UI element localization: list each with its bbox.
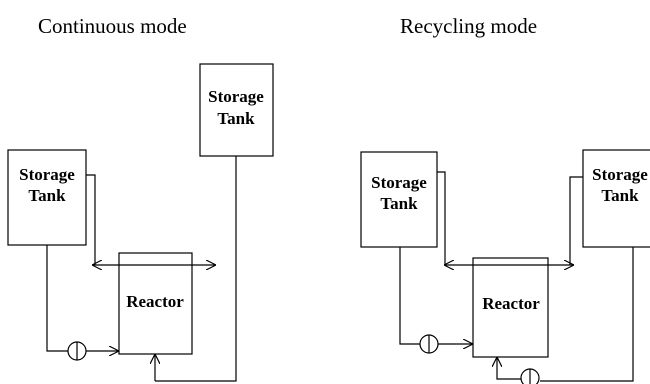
recycling-source-tank-label-line2: Tank [380, 194, 418, 213]
recycling-mode-diagram: Recycling mode Storage Tank Storage Tank… [360, 14, 650, 384]
recycling-source-tank-label-line1: Storage [371, 173, 427, 192]
recycling-reactor: Reactor [472, 257, 549, 358]
continuous-outlet-line [155, 156, 237, 382]
continuous-reactor-label: Reactor [126, 292, 184, 311]
recycling-pump-icon [419, 334, 439, 354]
recycling-left-line [437, 171, 446, 265]
continuous-source-tank-label-line2: Tank [28, 186, 66, 205]
recycling-product-tank-label-line1: Storage [592, 165, 648, 184]
continuous-source-tank-label-line1: Storage [19, 165, 75, 184]
recycling-product-tank: Storage Tank [582, 149, 650, 248]
continuous-product-tank-label-line2: Tank [217, 109, 255, 128]
continuous-product-tank-label-line1: Storage [208, 87, 264, 106]
continuous-product-tank: Storage Tank [199, 63, 274, 157]
recycling-right-line [569, 176, 583, 265]
recycling-mode-title: Recycling mode [400, 14, 537, 38]
continuous-return-line [86, 174, 96, 265]
recycling-feed-line [399, 247, 420, 345]
recycling-product-tank-label-line2: Tank [601, 186, 639, 205]
continuous-feed-line [46, 245, 68, 352]
continuous-pump-icon [67, 341, 87, 361]
continuous-source-tank: Storage Tank [7, 149, 87, 246]
recycling-recycle-pump-icon [520, 368, 540, 384]
continuous-reactor: Reactor [118, 252, 193, 355]
recycling-reactor-label: Reactor [482, 294, 540, 313]
recycling-recycle-line [540, 247, 634, 382]
continuous-mode-title: Continuous mode [38, 14, 187, 38]
recycling-recycle-arrow [497, 357, 521, 380]
recycling-source-tank: Storage Tank [360, 151, 438, 248]
continuous-mode-diagram: Continuous mode Storage Tank Storage Tan… [7, 14, 274, 382]
